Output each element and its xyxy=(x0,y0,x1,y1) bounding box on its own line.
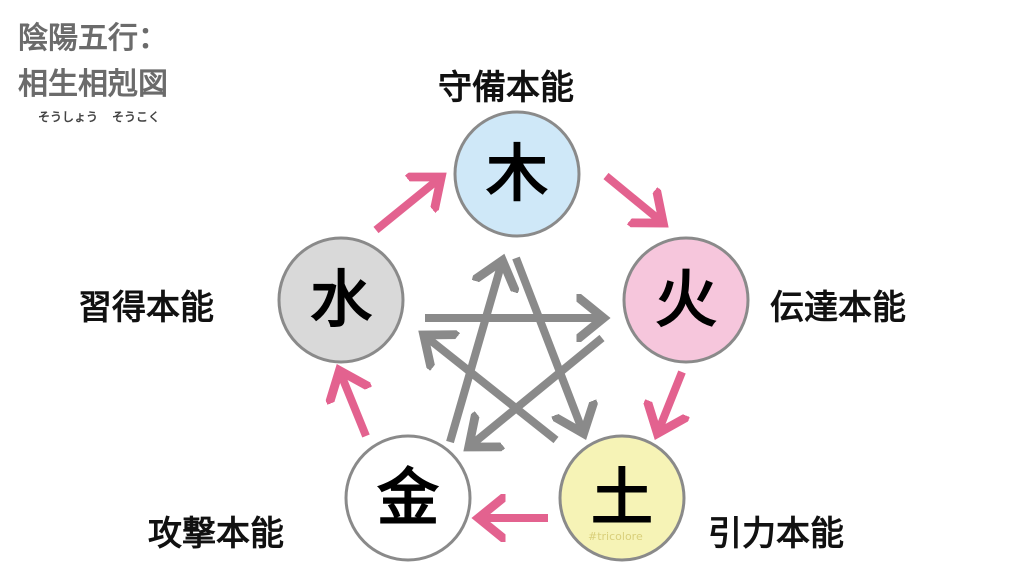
furigana-sousho: そうしょう xyxy=(38,110,99,124)
fire-character: 火 xyxy=(654,263,717,336)
wood-character: 木 xyxy=(485,137,548,210)
water-character: 水 xyxy=(309,263,372,336)
furigana-sokoku: そうこく xyxy=(112,110,161,124)
generate-arrow-fire-earth xyxy=(658,370,682,432)
water-label: 習得本能 xyxy=(78,288,214,328)
earth-character: 土 xyxy=(590,461,653,534)
wood-circle xyxy=(453,110,581,238)
wood-label: 守備本能 xyxy=(438,68,574,108)
metal-circle xyxy=(344,434,472,562)
earth-label: 引力本能 xyxy=(708,514,844,554)
control-arrow-fire-metal xyxy=(470,334,605,446)
metal-label: 攻撃本能 xyxy=(148,514,284,554)
earth-circle xyxy=(558,434,686,562)
water-circle xyxy=(277,236,405,364)
title-furigana: そうしょうそうこく xyxy=(38,108,174,125)
control-arrow-metal-wood xyxy=(446,262,502,444)
title-line-2: 相生相剋図 xyxy=(18,67,168,102)
generate-arrow-wood-fire xyxy=(603,172,662,222)
diagram-title: 陰陽五行： 相生相剋図 xyxy=(18,16,168,108)
fire-label: 伝達本能 xyxy=(770,288,906,328)
metal-character: 金 xyxy=(376,461,439,534)
control-arrow-wood-earth xyxy=(512,256,583,432)
control-arrow-earth-water xyxy=(425,336,559,444)
generate-arrow-metal-water xyxy=(340,372,366,438)
generate-arrow-water-wood xyxy=(373,178,440,234)
watermark: #tricolore xyxy=(588,530,643,543)
title-line-1: 陰陽五行： xyxy=(18,21,168,56)
fire-circle xyxy=(622,236,750,364)
